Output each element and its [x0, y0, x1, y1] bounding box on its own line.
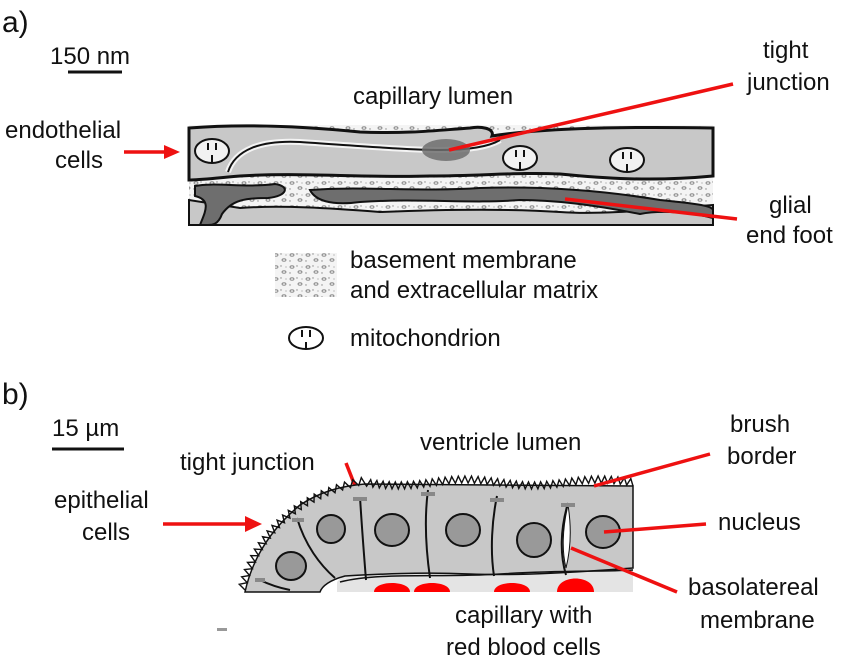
brush-border-pointer	[593, 452, 711, 488]
red-blood-cell	[374, 583, 410, 592]
tight-junction-label-line1: tight	[763, 37, 809, 64]
nucleus-pointer	[603, 522, 707, 534]
basolateral-label-line1: basolatereal	[688, 574, 819, 601]
glial-label-line1: glial	[769, 192, 812, 219]
nuclei	[275, 513, 621, 581]
nucleus-icon	[374, 513, 410, 547]
nucleus-icon	[275, 551, 307, 581]
glial-label-line2: end foot	[746, 222, 833, 249]
legend-mitochondrion: mitochondrion	[350, 325, 501, 352]
tight-junction-markers	[255, 492, 575, 582]
red-blood-cell	[494, 583, 530, 592]
legend: basement membrane and extracellular matr…	[275, 247, 598, 352]
cell-boundary	[296, 517, 336, 579]
scale-bar-label-a: 150 nm	[50, 43, 130, 70]
nucleus-icon	[516, 522, 552, 558]
tight-junction-marker	[422, 139, 470, 161]
panel-a-label: a)	[2, 6, 29, 39]
glial-end-foot	[194, 182, 286, 226]
tissue-section-b	[237, 474, 634, 593]
epithelial-label-line1: epithelial	[54, 487, 149, 514]
cell-boundary	[424, 489, 431, 579]
cell-boundary	[490, 495, 498, 577]
capillary-label-line2: red blood cells	[446, 634, 601, 661]
legend-basement-line1: basement membrane	[350, 247, 577, 274]
endothelial-label-line2: cells	[55, 147, 103, 174]
basolateral-pointer	[570, 546, 678, 594]
brush-border-label-line1: brush	[730, 411, 790, 438]
glial-pointer	[564, 197, 738, 221]
capillary-lumen-label: capillary lumen	[353, 83, 513, 110]
mitochondrion-icon	[288, 326, 324, 350]
tight-junction-pointer	[448, 82, 734, 152]
basal-membrane	[339, 569, 634, 583]
red-blood-cell	[414, 583, 450, 592]
mitochondrion-icon	[194, 138, 230, 164]
endothelial-arrow	[124, 145, 180, 159]
mitochondrion-icon	[502, 145, 538, 171]
panel-a: a) 150 nm capillary lumen endothelial ce…	[2, 6, 833, 352]
red-blood-cell	[557, 578, 594, 592]
cell-boundary	[359, 496, 367, 581]
mitochondrion-icon	[609, 147, 645, 173]
legend-basement-line2: and extracellular matrix	[350, 277, 598, 304]
panel-b-label: b)	[2, 378, 29, 411]
cell-boundary	[560, 502, 569, 576]
endothelial-label-line1: endothelial	[5, 117, 121, 144]
ventricle-lumen-label: ventricle lumen	[420, 429, 581, 456]
epithelial-label-line2: cells	[82, 519, 130, 546]
red-blood-cells	[374, 578, 594, 592]
stipple-pattern-icon	[275, 253, 337, 297]
artifact-mark	[217, 628, 227, 631]
tissue-section-a	[187, 124, 715, 226]
brush-border-label-line2: border	[727, 443, 796, 470]
panel-b: b) 15 µm ventricle lumen tight junction …	[2, 378, 819, 661]
brush-border	[237, 474, 634, 591]
nucleus-icon	[316, 514, 346, 544]
capillary-label-line1: capillary with	[455, 602, 592, 629]
scale-bar-label-b: 15 µm	[52, 415, 119, 442]
tight-junction-label-line2: junction	[746, 69, 830, 96]
nucleus-label: nucleus	[718, 509, 801, 536]
tight-junction-label-b: tight junction	[180, 449, 315, 476]
basolateral-label-line2: membrane	[700, 607, 815, 634]
nucleus-icon	[445, 513, 481, 547]
epithelial-arrow	[163, 516, 262, 532]
